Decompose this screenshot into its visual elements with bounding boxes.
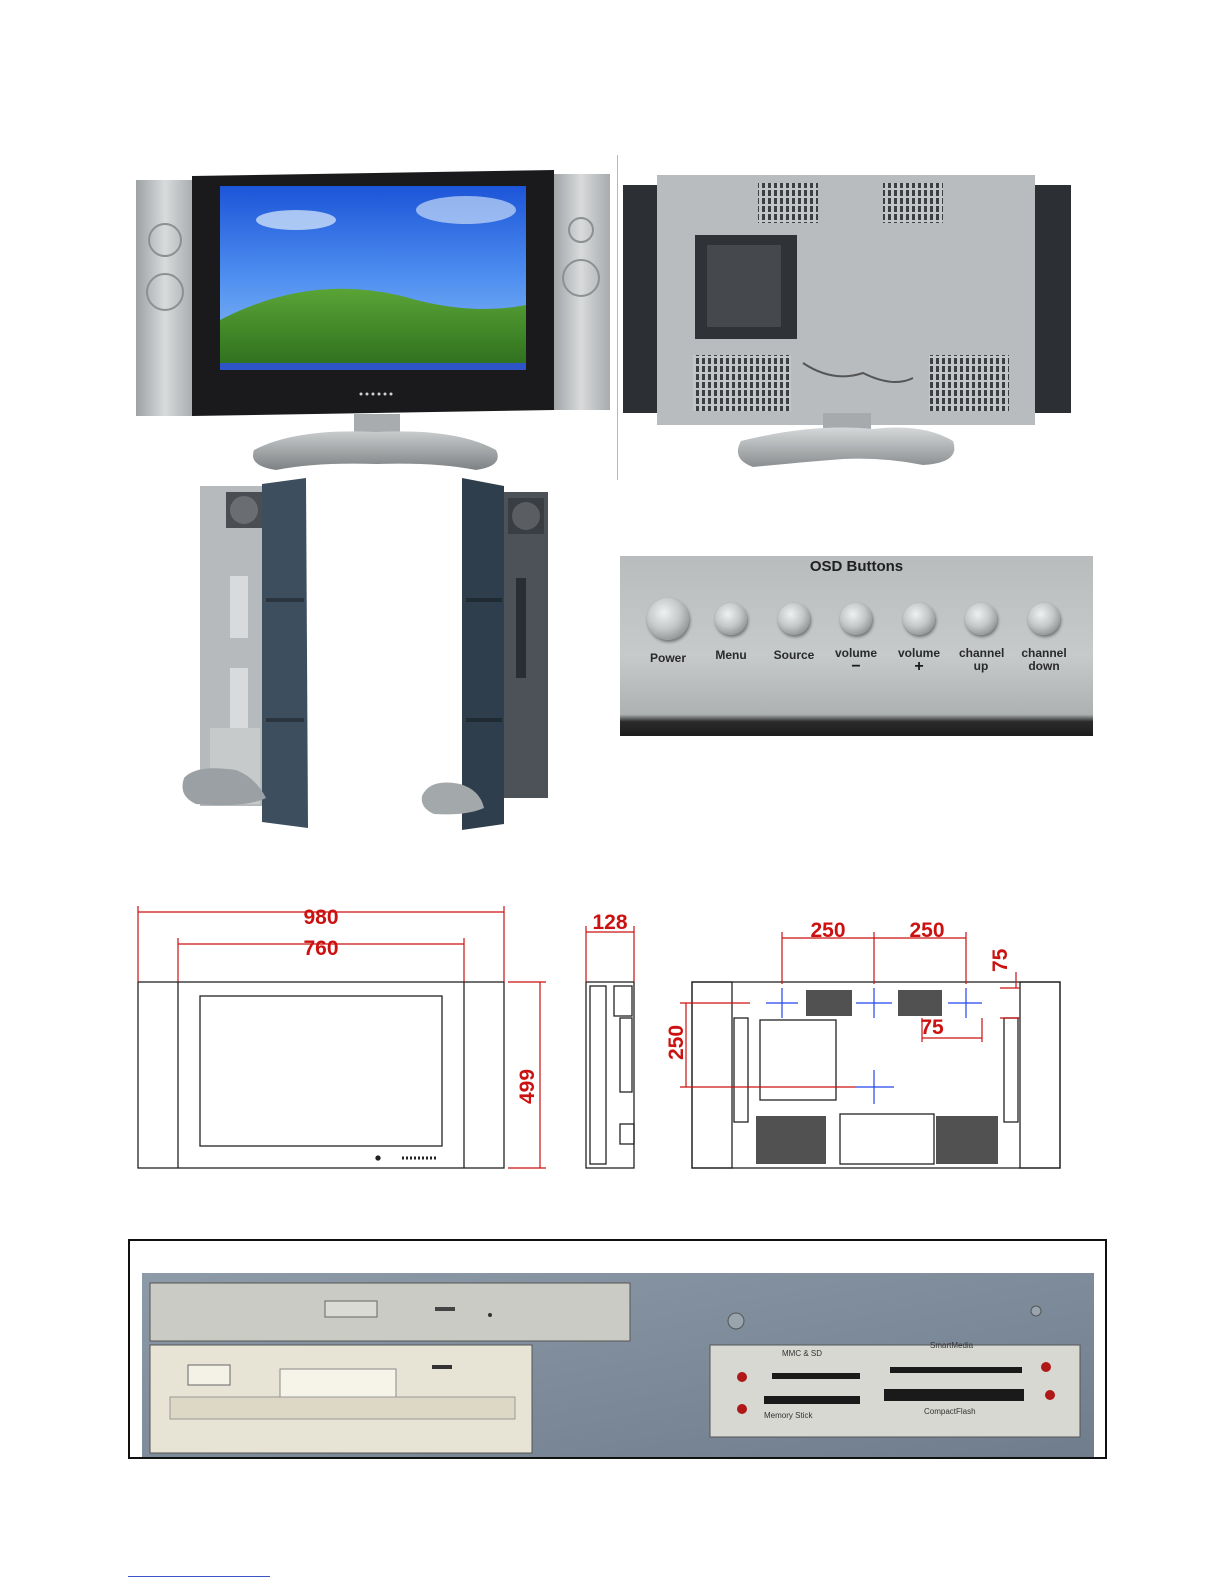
menu-button-knob[interactable] (715, 603, 747, 635)
volume-down-button-knob[interactable] (840, 603, 872, 635)
front-view-illustration (136, 170, 612, 480)
front-height-label: 499 (516, 1069, 539, 1104)
rear-vesa-horizontal-label: 75 (920, 1016, 944, 1039)
rear-dimension-drawing (692, 982, 1060, 1168)
channel-up-button-knob[interactable] (965, 603, 997, 635)
dimension-drawings: 980 760 499 128 (130, 892, 1080, 1182)
power-button-knob[interactable] (647, 598, 689, 640)
osd-buttons-panel: OSD Buttons Power Menu Source volume − v… (620, 556, 1093, 736)
rear-vertical-spacing-label: 250 (665, 1025, 688, 1060)
source-button-knob[interactable] (778, 603, 810, 635)
front-dimension-drawing (138, 982, 504, 1168)
left-side-illustration (176, 478, 312, 830)
channel-up-button-label: channel up (959, 647, 1003, 673)
osd-panel-title: OSD Buttons (620, 558, 1093, 575)
rear-vent-grilles (756, 990, 998, 1164)
front-view-photo (136, 170, 612, 480)
front-dimension-lines (138, 906, 546, 1168)
rear-vesa-vertical-label: 75 (989, 948, 1012, 972)
rear-view-photo (623, 173, 1075, 478)
side-dimension-lines (586, 926, 634, 982)
left-side-view-photo (176, 478, 312, 830)
front-width-outer-label: 980 (303, 906, 338, 929)
right-side-view-photo (420, 478, 552, 830)
mmc-sd-slot-label: MMC & SD (782, 1349, 822, 1358)
memory-stick-slot-label: Memory Stick (764, 1411, 812, 1420)
right-side-illustration (420, 478, 552, 830)
volume-up-button-knob[interactable] (903, 603, 935, 635)
channel-down-button-knob[interactable] (1028, 603, 1060, 635)
side-dimension-drawing (586, 982, 634, 1168)
drive-bay-photo-frame: MMC & SD SmartMedia Memory Stick Compact… (128, 1239, 1107, 1459)
photo-divider (617, 155, 618, 480)
rear-spacing-right-label: 250 (909, 919, 944, 942)
side-depth-label: 128 (592, 911, 627, 934)
channel-down-button-label: channel down (1019, 647, 1069, 673)
rear-view-illustration (623, 173, 1075, 478)
smartmedia-slot-label: SmartMedia (930, 1341, 973, 1350)
footer-link-underline (128, 1576, 270, 1577)
channel-down-button[interactable]: channel down (1004, 603, 1084, 673)
rear-spacing-left-label: 250 (810, 919, 845, 942)
front-width-inner-label: 760 (303, 937, 338, 960)
compactflash-slot-label: CompactFlash (924, 1407, 976, 1416)
